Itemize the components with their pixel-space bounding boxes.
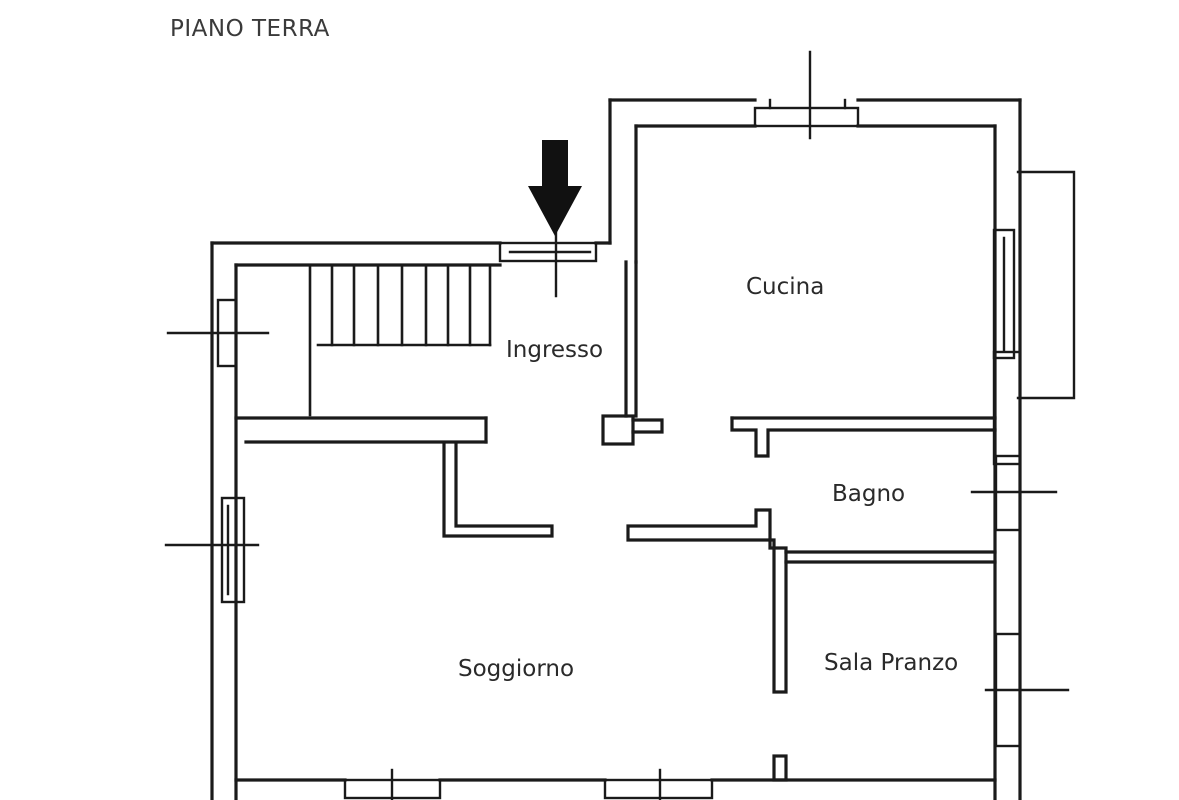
interior-walls (234, 260, 997, 782)
room-label-soggiorno: Soggiorno (458, 656, 575, 682)
room-label-cucina: Cucina (746, 274, 825, 300)
plan-title: PIANO TERRA (170, 16, 330, 42)
room-label-sala-pranzo: Sala Pranzo (824, 650, 959, 676)
window-openings (164, 50, 1076, 800)
room-label-ingresso: Ingresso (506, 337, 604, 363)
room-label-bagno: Bagno (832, 481, 906, 507)
outer-walls (210, 98, 1022, 800)
staircase (308, 263, 492, 417)
entrance-arrow-icon (528, 140, 582, 236)
